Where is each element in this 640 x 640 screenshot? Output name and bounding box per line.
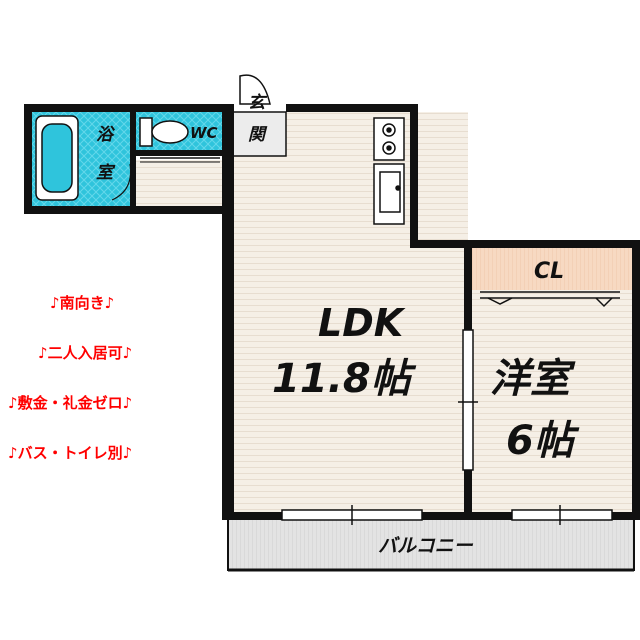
bath-label-line: 室: [96, 163, 116, 183]
ldk-floor: [228, 112, 468, 516]
closet-label: CL: [534, 259, 564, 284]
feature-item: ♪敷金・礼金ゼロ♪: [8, 394, 132, 412]
western-name: 洋室: [490, 356, 576, 402]
balcony-windows: [281, 505, 613, 525]
entrance-door: [231, 74, 287, 157]
wc-label: WC: [190, 124, 218, 142]
balcony-label: バルコニー: [378, 535, 474, 557]
entrance-label: 玄 関: [248, 93, 271, 145]
entrance-label-line: 関: [248, 125, 268, 145]
feature-item: ♪バス・トイレ別♪: [8, 444, 132, 462]
balcony-area: [228, 520, 634, 570]
entrance-label-line: 玄: [248, 93, 268, 113]
feature-item: ♪二人入居可♪: [38, 344, 132, 362]
kitchen-sink: [373, 163, 405, 225]
feature-list: ♪南向き♪ ♪二人入居可♪ ♪敷金・礼金ゼロ♪ ♪バス・トイレ別♪: [8, 294, 132, 462]
closet-area: [472, 248, 632, 290]
passage-floor: [134, 160, 230, 208]
western-floor: [472, 290, 632, 516]
feature-item: ♪南向き♪: [50, 294, 114, 312]
bath-door-swing: [111, 163, 132, 201]
ldk-size: 11.8帖: [272, 356, 417, 402]
sliding-door: [458, 329, 478, 471]
western-size: 6帖: [506, 418, 580, 464]
bath-label: 浴 室: [96, 125, 119, 183]
bathtub: [35, 115, 79, 201]
toilet: [139, 117, 189, 147]
entrance-area: [232, 112, 286, 156]
bath-label-line: 浴: [96, 125, 116, 145]
ldk-name: LDK: [318, 301, 406, 345]
stove: [373, 117, 405, 161]
closet-doors: [480, 291, 620, 308]
